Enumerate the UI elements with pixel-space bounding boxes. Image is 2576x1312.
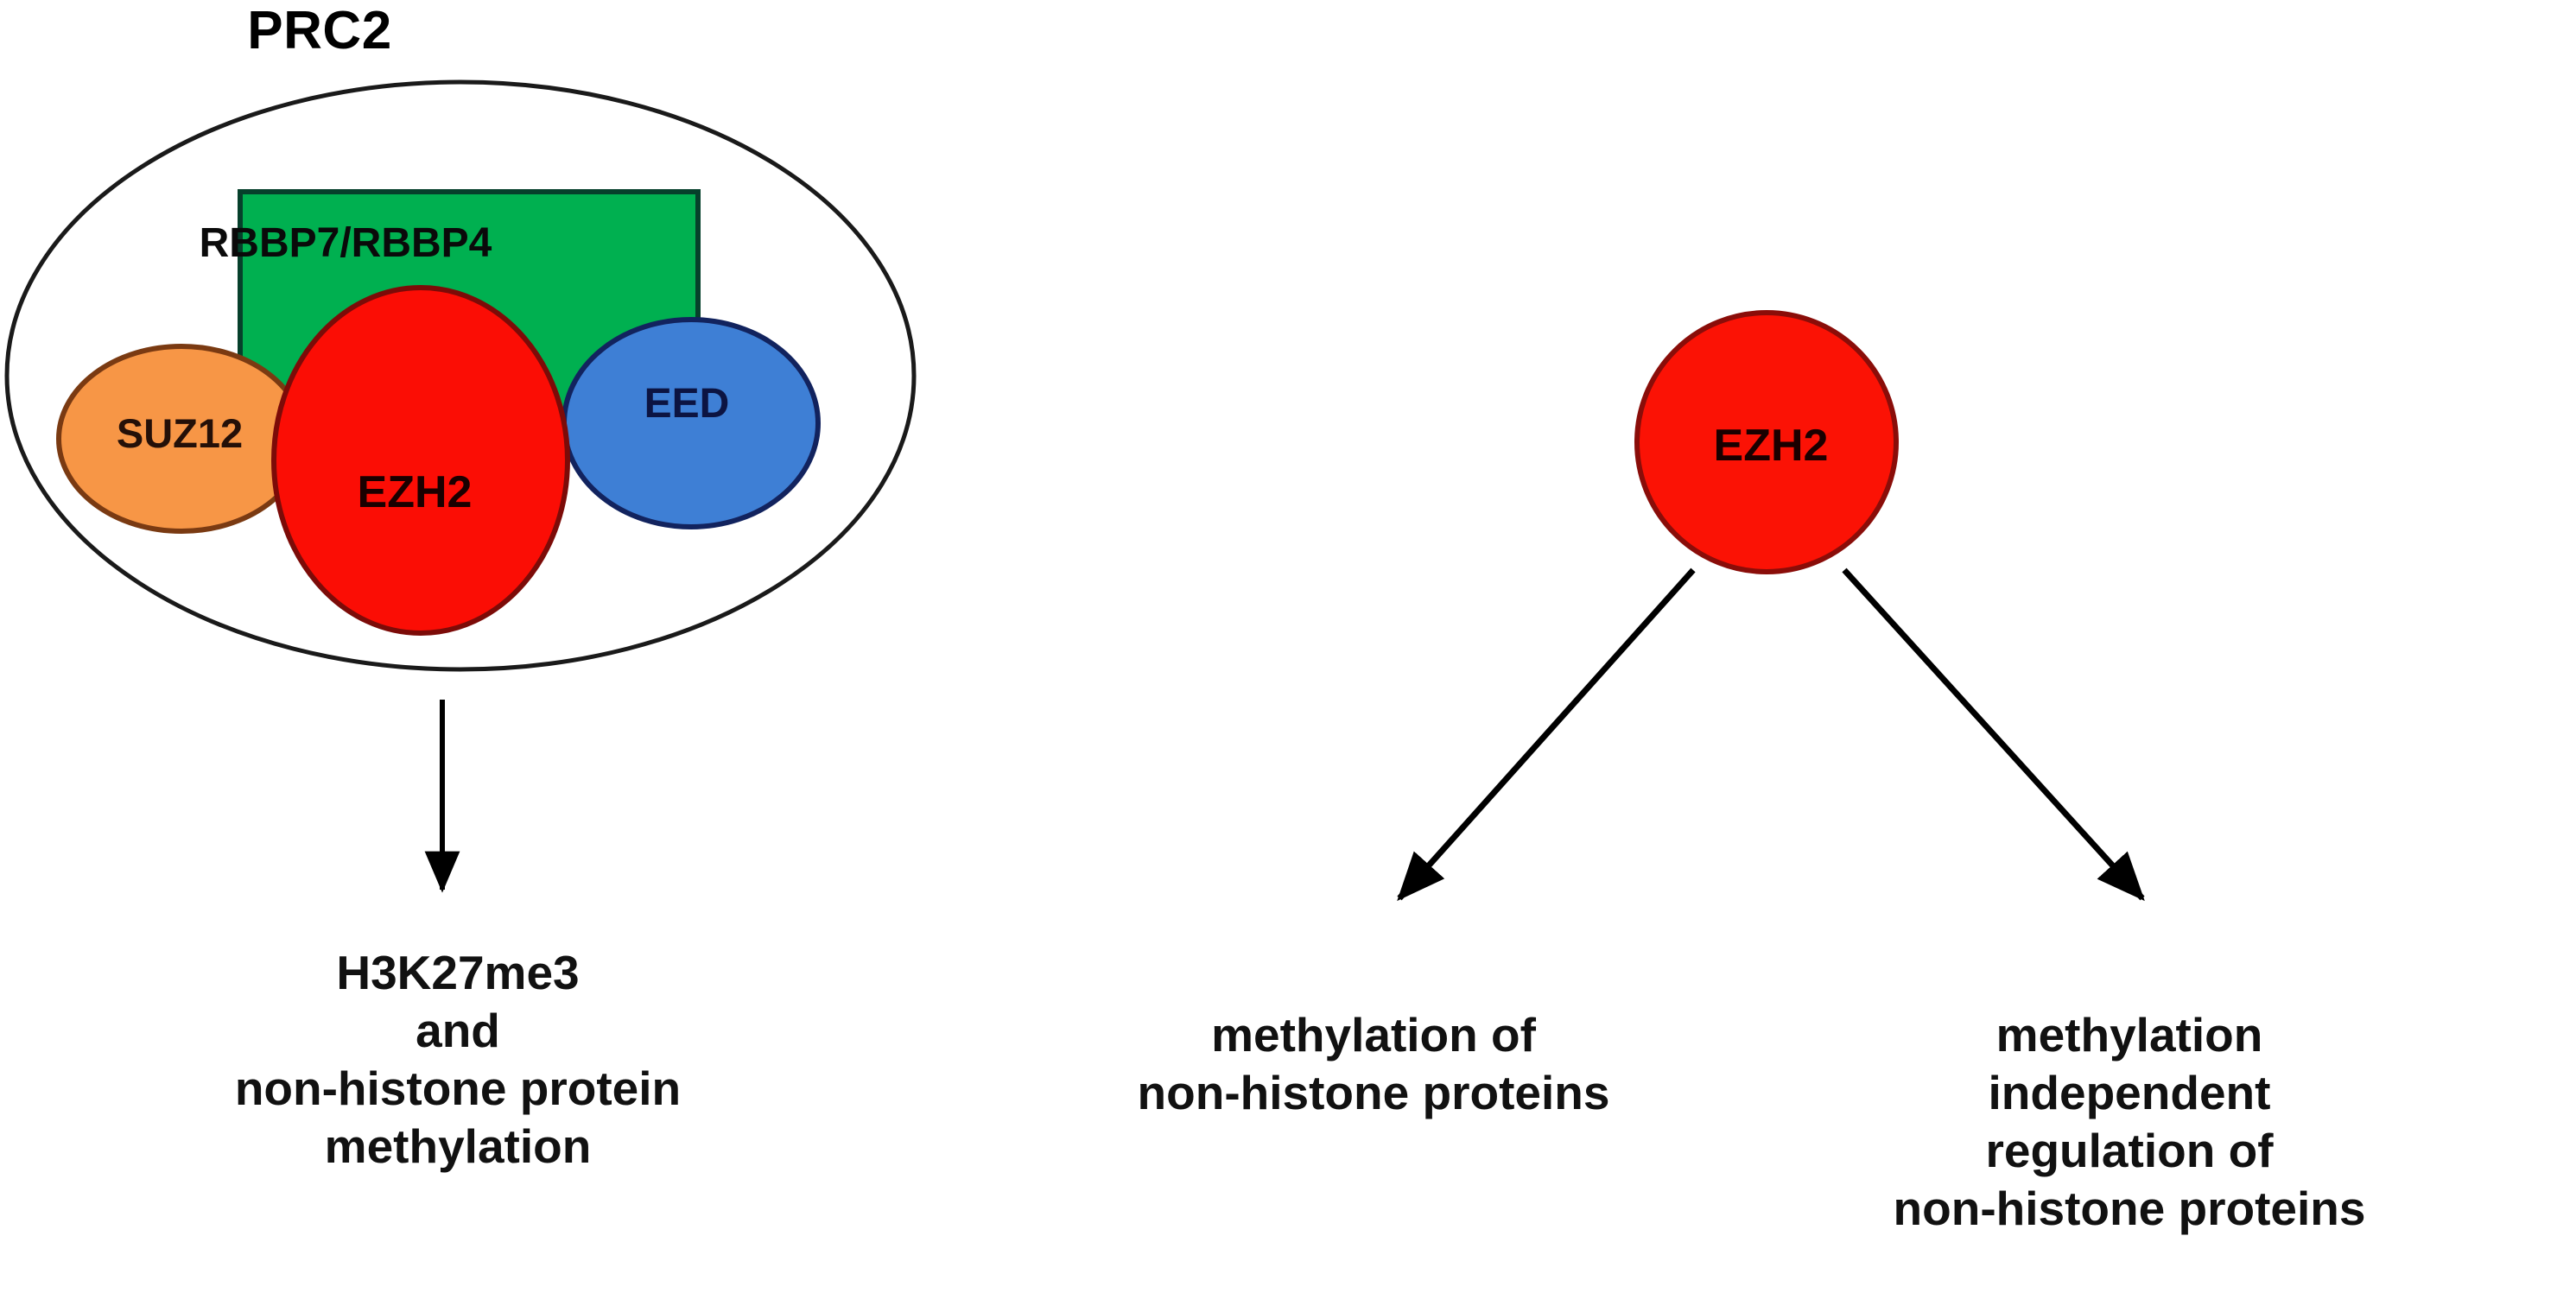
subunit-suz12-ellipse[interactable] bbox=[56, 344, 307, 534]
outcome-right-line-4: non-histone proteins bbox=[1893, 1182, 2366, 1236]
outcome-middle-line-1: methylation of bbox=[1211, 1008, 1536, 1062]
arrow-ezh2-to-middle bbox=[1397, 567, 1696, 902]
outcome-left-line-4: methylation bbox=[324, 1119, 592, 1174]
subunit-eed-ellipse[interactable] bbox=[562, 317, 821, 529]
outcome-right-line-2: independent bbox=[1988, 1066, 2271, 1120]
outcome-right-text: methylation independent regulation of no… bbox=[1792, 1006, 2466, 1238]
outcome-right-line-3: regulation of bbox=[1985, 1124, 2274, 1178]
subunit-ezh2-ellipse[interactable] bbox=[271, 285, 570, 636]
outcome-middle-text: methylation of non-histone proteins bbox=[1045, 1006, 1702, 1122]
outcome-left-line-3: non-histone protein bbox=[234, 1062, 682, 1116]
outcome-left-line-2: and bbox=[416, 1004, 500, 1058]
outcome-left-line-1: H3K27me3 bbox=[336, 946, 580, 999]
outcome-left-text: H3K27me3 and non-histone protein methyla… bbox=[190, 944, 726, 1176]
free-ezh2-circle[interactable] bbox=[1634, 310, 1899, 574]
outcome-middle-line-2: non-histone proteins bbox=[1137, 1066, 1610, 1120]
outcome-right-line-1: methylation bbox=[1995, 1008, 2263, 1062]
arrow-ezh2-to-right bbox=[1842, 567, 2145, 902]
